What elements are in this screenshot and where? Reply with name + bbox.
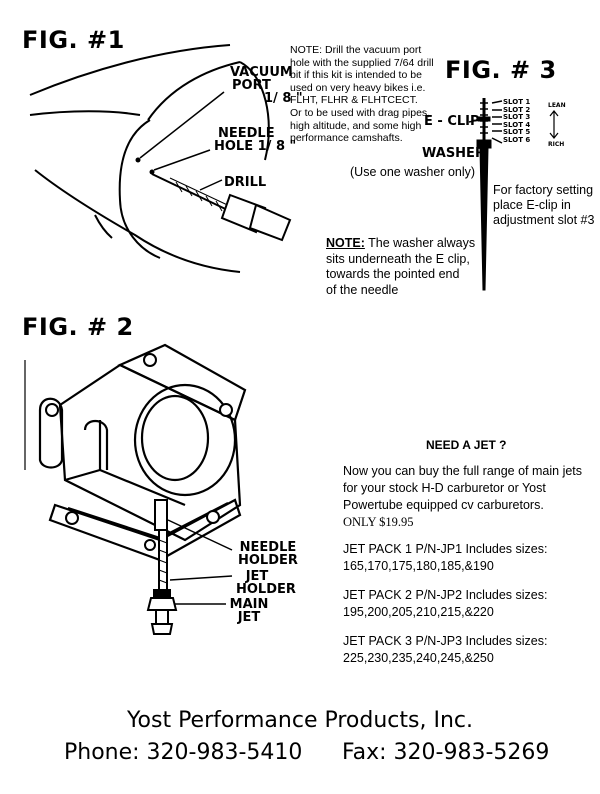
intro-line: Now you can buy the full range of main j…	[343, 464, 583, 478]
eclip-label: E - CLIP	[424, 114, 480, 129]
main-jet-label: MAIN JET	[228, 598, 270, 624]
note-line: The washer always	[364, 236, 476, 250]
jet-pack-2: JET PACK 2 P/N-JP2 Includes sizes: 195,2…	[343, 587, 547, 621]
fig1-note-line: used on very heavy bikes i.e.	[290, 81, 426, 94]
factory-line: adjustment slot #3	[493, 213, 595, 227]
needle-holder-line2: HOLDER	[238, 553, 298, 568]
fig1-note-line: high altitude, and some high	[290, 119, 422, 132]
intro-line: Powertube equipped cv carburetors.	[343, 498, 544, 512]
slot-6: SLOT 6	[503, 135, 531, 144]
fig1-note-line: Or to be used with drag pipes,	[290, 106, 431, 119]
factory-line: For factory setting	[493, 183, 594, 197]
company-name: Yost Performance Products, Inc.	[127, 708, 473, 733]
jet-pack-sizes: 195,200,205,210,215,&220	[343, 605, 494, 619]
slot-5: SLOT 5	[503, 128, 531, 137]
factory-line: place E-clip in	[493, 198, 571, 212]
slot-3: SLOT 3	[503, 113, 531, 122]
factory-setting-note: For factory setting place E-clip in adju…	[493, 183, 594, 228]
jet-pack-title: JET PACK 2 P/N-JP2 Includes sizes:	[343, 588, 548, 602]
main-jet-line1: MAIN	[229, 597, 269, 612]
rich-label: RICH	[548, 141, 565, 148]
jet-holder-line1: JET	[245, 569, 269, 584]
needle-hole-label: NEEDLE HOLE 1/ 8 "	[214, 127, 296, 153]
jet-pack-title: JET PACK 3 P/N-JP3 Includes sizes:	[343, 634, 548, 648]
washer-note: (Use one washer only)	[350, 165, 476, 179]
fig1-note-line: performance camshafts.	[290, 132, 403, 145]
intro-line: for your stock H-D carburetor or Yost	[343, 481, 546, 495]
fax-number: Fax: 320-983-5269	[342, 740, 550, 765]
vacuum-label-line1: VACUUM	[230, 65, 293, 80]
fig3-title: FIG. # 3	[445, 56, 557, 84]
jet-holder-line2: HOLDER	[236, 582, 296, 597]
washer-label: WASHER	[422, 146, 485, 161]
jet-pack-sizes: 165,170,175,180,185,&190	[343, 559, 494, 573]
need-jet-heading: NEED A JET ?	[426, 438, 507, 452]
fig1-title: FIG. #1	[22, 26, 125, 54]
vacuum-label-line2: PORT	[232, 78, 271, 93]
fig1-note-line: bit if this kit is intended to be	[290, 69, 422, 82]
slot-2: SLOT 2	[503, 105, 531, 114]
main-jet-line2: JET	[237, 610, 261, 625]
slot-1: SLOT 1	[503, 98, 531, 106]
drill-label: DRILL	[224, 175, 267, 190]
needle-holder-label: NEEDLE HOLDER	[238, 541, 298, 567]
jet-pack-1: JET PACK 1 P/N-JP1 Includes sizes: 165,1…	[343, 541, 547, 575]
jet-holder-label: JET HOLDER	[236, 569, 296, 597]
needle-holder-line1: NEEDLE	[239, 540, 297, 555]
jet-pack-3: JET PACK 3 P/N-JP3 Includes sizes: 225,2…	[343, 633, 547, 667]
jet-pack-title: JET PACK 1 P/N-JP1 Includes sizes:	[343, 542, 548, 556]
note-line: sits underneath the E clip,	[326, 251, 470, 266]
jet-pack-sizes: 225,230,235,240,245,&250	[343, 651, 494, 665]
washer-position-note: NOTE: The washer always sits underneath …	[326, 236, 475, 298]
note-line: of the needle	[326, 282, 399, 297]
lean-label: LEAN	[548, 102, 566, 109]
vacuum-size: 1/ 8 "	[264, 91, 303, 106]
fig1-note-line: hole with the supplied 7/64 drill	[290, 56, 434, 69]
phone-number: Phone: 320-983-5410	[64, 740, 303, 765]
slot-4: SLOT 4	[503, 120, 531, 129]
fig2-title: FIG. # 2	[22, 313, 134, 341]
fig1-note-line: FLHT, FLHR & FLHTCECT.	[290, 94, 418, 107]
needle-label-line2: HOLE 1/ 8 "	[214, 139, 297, 154]
slot-list: SLOT 1 SLOT 2 SLOT 3 SLOT 4 SLOT 5 SLOT …	[503, 98, 531, 145]
jet-intro: Now you can buy the full range of main j…	[343, 463, 582, 531]
vacuum-port-label: VACUUM PORT 1/ 8 "	[230, 66, 303, 105]
note-heading: NOTE:	[326, 236, 365, 250]
fig1-note-line: NOTE: Drill the vacuum port	[290, 44, 422, 56]
needle-label-line1: NEEDLE	[218, 126, 275, 141]
fig1-note: NOTE: Drill the vacuum port hole with th…	[290, 44, 460, 145]
note-line: towards the pointed end	[326, 267, 460, 281]
price-line: ONLY $19.95	[343, 515, 414, 529]
